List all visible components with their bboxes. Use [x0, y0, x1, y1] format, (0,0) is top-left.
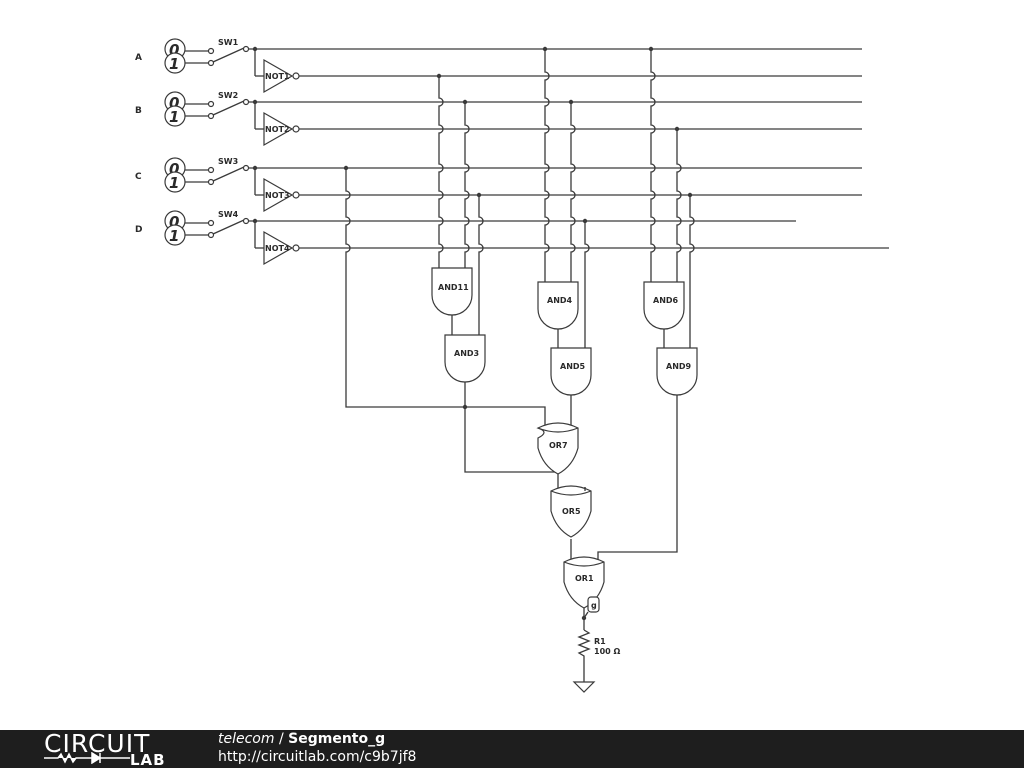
footer-bar: CIRCUIT LAB telecom / Segmento_g http://… [0, 729, 1024, 769]
source-zero-label-d: 0 [169, 213, 179, 231]
source-zero-label-b: 0 [169, 94, 179, 112]
switch-label-sw1: SW1 [218, 38, 239, 47]
output-probe [587, 596, 600, 613]
switch-label-sw4: SW4 [218, 210, 239, 219]
gate-and3 [444, 334, 486, 383]
gate-or5 [550, 485, 592, 538]
resistor-name: R1 [594, 637, 606, 646]
source-one-label-a: 1 [169, 55, 179, 73]
source-one-label-d: 1 [169, 227, 179, 245]
gate-label-and4: AND4 [547, 296, 573, 305]
logo-waveform-icon [44, 752, 130, 764]
gate-label-or7: OR7 [549, 441, 568, 450]
inverter-not2 [263, 111, 294, 147]
switch-label-sw2: SW2 [218, 91, 238, 100]
gate-label-or1: OR1 [575, 574, 594, 583]
gate-and9 [656, 347, 698, 396]
gate-and6 [643, 281, 685, 330]
gate-and4 [537, 281, 579, 330]
circuit-name[interactable]: Segmento_g [288, 731, 386, 747]
inverter-label-not1: NOT1 [265, 72, 290, 81]
switch-sw2[interactable] [212, 100, 245, 116]
source-one-label-b: 1 [169, 108, 179, 126]
circuit-url-link[interactable]: http://circuitlab.com/c9b7jf8 [218, 749, 417, 765]
ground-icon [572, 681, 596, 693]
switch-sw1[interactable] [212, 47, 245, 63]
inverter-not4 [263, 230, 294, 266]
gate-label-and6: AND6 [653, 296, 679, 305]
switch-sw4[interactable] [212, 219, 245, 235]
input-label-c: C [135, 172, 142, 182]
inverter-label-not4: NOT4 [265, 244, 290, 253]
gate-label-or5: OR5 [562, 507, 581, 516]
inverter-label-not2: NOT2 [265, 125, 290, 134]
inverter-not3 [263, 177, 294, 213]
gate-label-and11: AND11 [438, 283, 469, 292]
gate-or7 [536, 422, 579, 475]
logo-text-top: CIRCUIT [44, 729, 151, 758]
switch-sw3[interactable] [212, 166, 245, 182]
logo-text-bottom: LAB [130, 751, 166, 769]
source-one-label-c: 1 [169, 174, 179, 192]
source-zero-label-a: 0 [169, 41, 179, 59]
resistor-value: 100 Ω [594, 647, 620, 656]
inverter-not1 [263, 58, 294, 94]
inverter-label-not3: NOT3 [265, 191, 290, 200]
gate-and11 [431, 267, 473, 316]
gate-label-and3: AND3 [454, 349, 479, 358]
input-label-d: D [135, 225, 142, 235]
user-link[interactable]: telecom [218, 731, 275, 747]
gate-label-and9: AND9 [666, 362, 692, 371]
resistor-r1 [577, 629, 591, 682]
switch-label-sw3: SW3 [218, 157, 238, 166]
source-zero-label-c: 0 [169, 160, 179, 178]
output-probe-label: g [591, 601, 597, 610]
circuit-title: telecom / Segmento_g [218, 731, 385, 747]
gate-and5 [550, 347, 592, 396]
title-separator: / [274, 731, 289, 747]
input-label-a: A [135, 53, 142, 63]
gate-label-and5: AND5 [560, 362, 586, 371]
circuitlab-logo: CIRCUIT LAB [44, 729, 184, 769]
circuit-schematic: A 0 1 SW1 NOT1 B 0 1 SW2 NOT2 C 0 1 SW3 [135, 38, 889, 693]
input-label-b: B [135, 106, 142, 116]
